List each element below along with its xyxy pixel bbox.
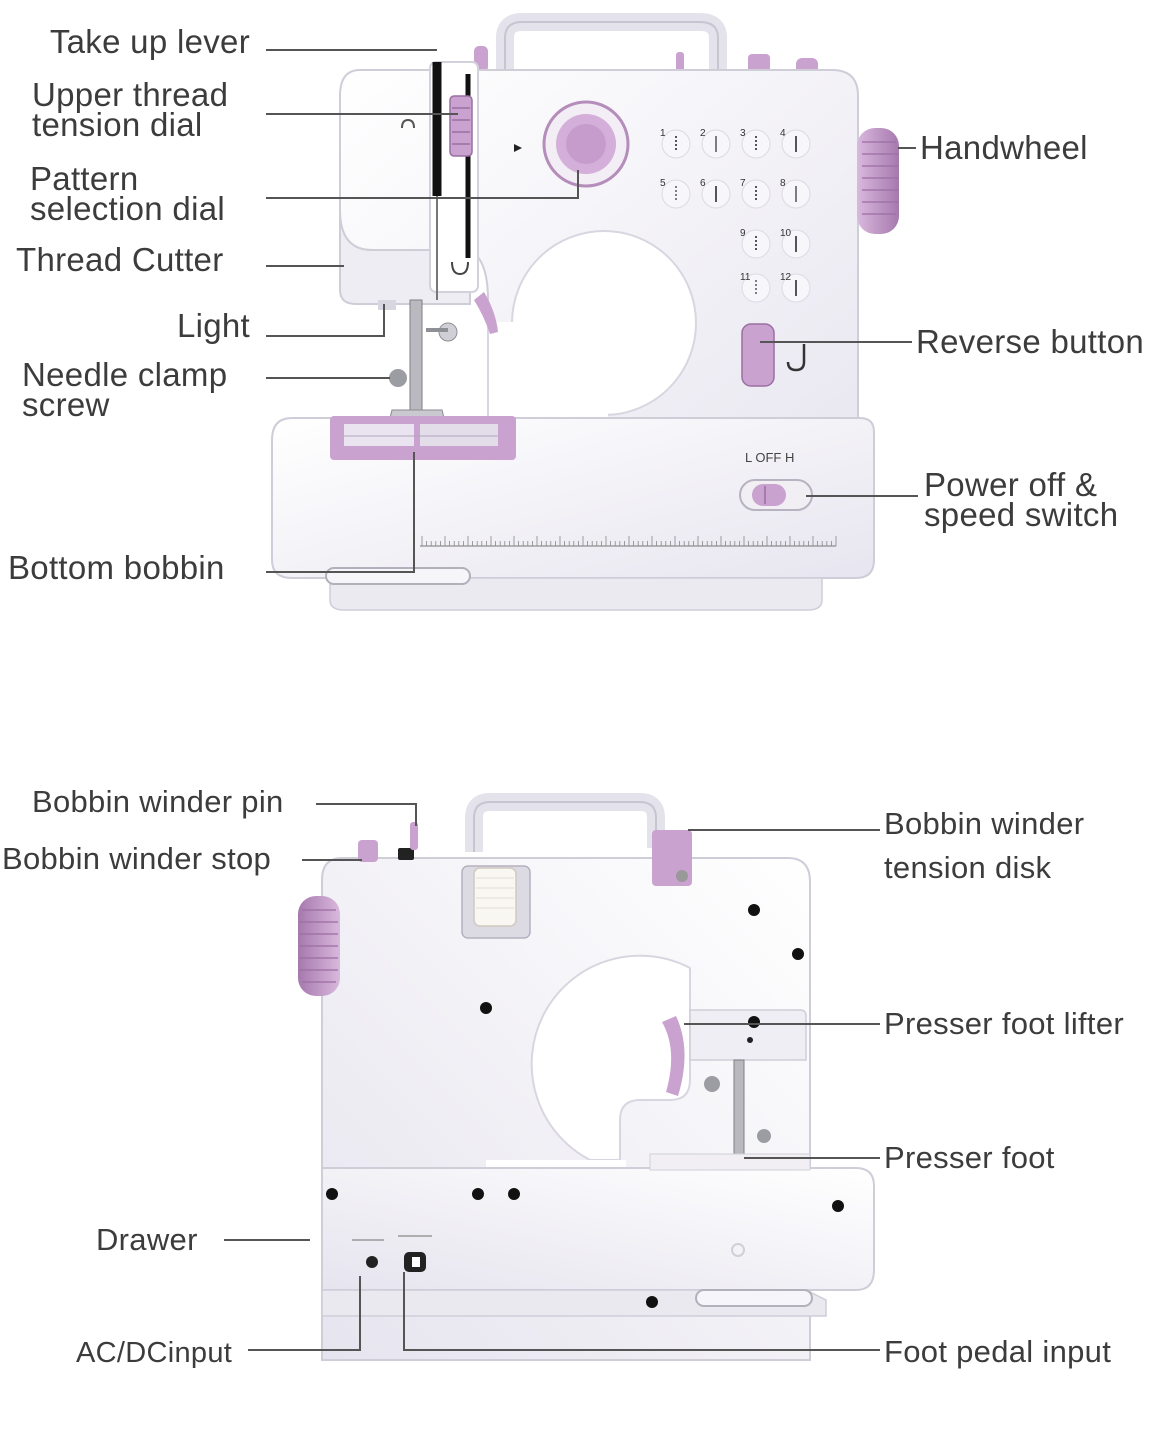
needle-clamp-screw-graphic bbox=[389, 369, 407, 387]
label-presser-foot-lifter: Presser foot lifter bbox=[884, 1006, 1125, 1041]
light-housing bbox=[378, 300, 396, 310]
label-upper-thread-tension-dial: Upper thread tension dial bbox=[32, 76, 229, 143]
back-arm-opening bbox=[530, 954, 691, 1161]
bottom-bobbin-slot bbox=[325, 567, 471, 585]
stitch-number: 7 bbox=[740, 178, 746, 189]
ruler-scale bbox=[420, 536, 837, 547]
label-pattern-selection-dial: Pattern selection dial bbox=[30, 160, 225, 227]
stitch-number: 12 bbox=[780, 272, 792, 283]
back-view-machine bbox=[224, 793, 880, 1361]
label-drawer: Drawer bbox=[96, 1222, 198, 1257]
switch-marking: L OFF H bbox=[745, 450, 794, 465]
stitch-number: 4 bbox=[780, 128, 786, 139]
label-bobbin-winder-tension-disk: Bobbin winder tension disk bbox=[884, 806, 1085, 885]
label-bobbin-winder-stop: Bobbin winder stop bbox=[2, 841, 272, 876]
front-leader-lines bbox=[266, 49, 918, 573]
label-power-off-speed-switch: Power off & speed switch bbox=[924, 466, 1119, 533]
presser-foot-lifter-graphic bbox=[662, 1016, 685, 1096]
needle-bar bbox=[409, 299, 423, 421]
reverse-button-graphic bbox=[741, 323, 775, 387]
label-light: Light bbox=[176, 307, 250, 344]
thread-spool bbox=[473, 867, 517, 927]
label-bobbin-winder-pin: Bobbin winder pin bbox=[32, 784, 284, 819]
stitch-number: 11 bbox=[740, 272, 751, 283]
back-screws bbox=[326, 904, 844, 1308]
back-base bbox=[321, 1167, 875, 1291]
label-bottom-bobbin: Bottom bobbin bbox=[8, 549, 225, 586]
label-handwheel: Handwheel bbox=[920, 129, 1088, 166]
presser-foot-lever bbox=[474, 292, 498, 334]
stitch-number: 6 bbox=[700, 178, 706, 189]
label-foot-pedal-input: Foot pedal input bbox=[884, 1334, 1112, 1369]
stitch-number: 8 bbox=[780, 178, 786, 189]
stitch-number: 9 bbox=[740, 228, 746, 239]
dial-pointer bbox=[514, 144, 522, 152]
stitch-number: 3 bbox=[740, 128, 746, 139]
label-thread-cutter: Thread Cutter bbox=[16, 241, 224, 278]
stitch-number: 5 bbox=[660, 178, 666, 189]
tension-dial bbox=[449, 95, 473, 157]
handwheel-graphic bbox=[857, 128, 899, 234]
spool-pin-mid bbox=[676, 52, 684, 74]
ac-dc-socket bbox=[366, 1256, 378, 1268]
label-presser-foot: Presser foot bbox=[884, 1140, 1055, 1175]
stitch-number: 2 bbox=[700, 128, 706, 139]
label-ac-dc-input: AC/DCinput bbox=[76, 1337, 233, 1369]
back-leader-lines bbox=[224, 803, 880, 1351]
stitch-number: 1 bbox=[660, 128, 666, 139]
back-needle-bar bbox=[733, 1059, 745, 1161]
label-reverse-button: Reverse button bbox=[916, 323, 1144, 360]
bobbin-winder-stop-graphic bbox=[358, 840, 378, 862]
stitch-number: 10 bbox=[780, 228, 792, 239]
label-needle-clamp-screw: Needle clamp screw bbox=[22, 356, 228, 423]
drawer-graphic bbox=[695, 1289, 813, 1307]
label-take-up-lever: Take up lever bbox=[49, 23, 250, 60]
bobbin-winder-pin-graphic bbox=[398, 848, 414, 860]
back-carry-handle bbox=[465, 793, 665, 852]
